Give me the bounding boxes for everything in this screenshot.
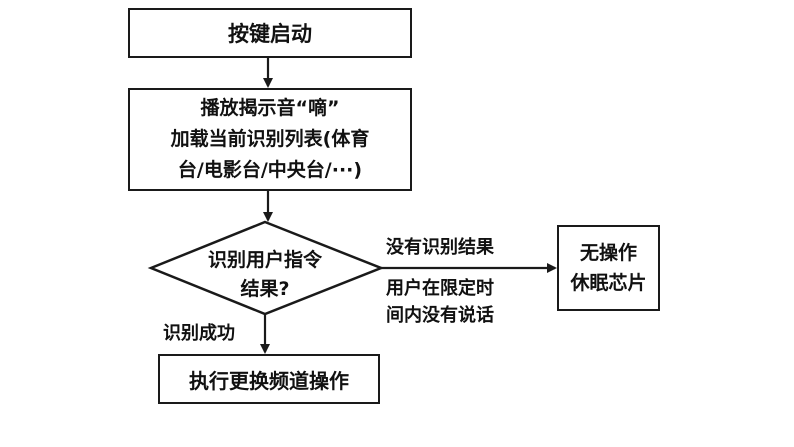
timeout-label: 用户在限定时 间内没有说话 (386, 275, 494, 329)
decision-text-line1: 识别用户指令 (207, 249, 322, 271)
decision-text: 识别用户指令 结果? (190, 246, 340, 304)
action-text: 执行更换频道操作 (189, 368, 349, 393)
success-label: 识别成功 (163, 323, 235, 344)
timeout-label-line1: 用户在限定时 (386, 278, 494, 299)
process-text-line1: 播放揭示音“嘀” (200, 97, 340, 119)
process-text-line2: 加载当前识别列表(体育 (170, 128, 370, 150)
decision-text-line2: 结果? (240, 278, 290, 300)
no-result-label: 没有识别结果 (386, 237, 494, 258)
start-box: 按键启动 (128, 8, 412, 58)
sleep-box: 无操作 休眠芯片 (557, 225, 660, 311)
start-text: 按键启动 (228, 22, 312, 46)
process-text-line3: 台/电影台/中央台/···) (177, 159, 363, 181)
sleep-text-line2: 休眠芯片 (570, 272, 647, 294)
sleep-text-line1: 无操作 (579, 242, 637, 264)
process-box: 播放揭示音“嘀” 加载当前识别列表(体育 台/电影台/中央台/···) (128, 88, 412, 191)
action-box: 执行更换频道操作 (158, 354, 380, 404)
timeout-label-line2: 间内没有说话 (386, 305, 494, 326)
